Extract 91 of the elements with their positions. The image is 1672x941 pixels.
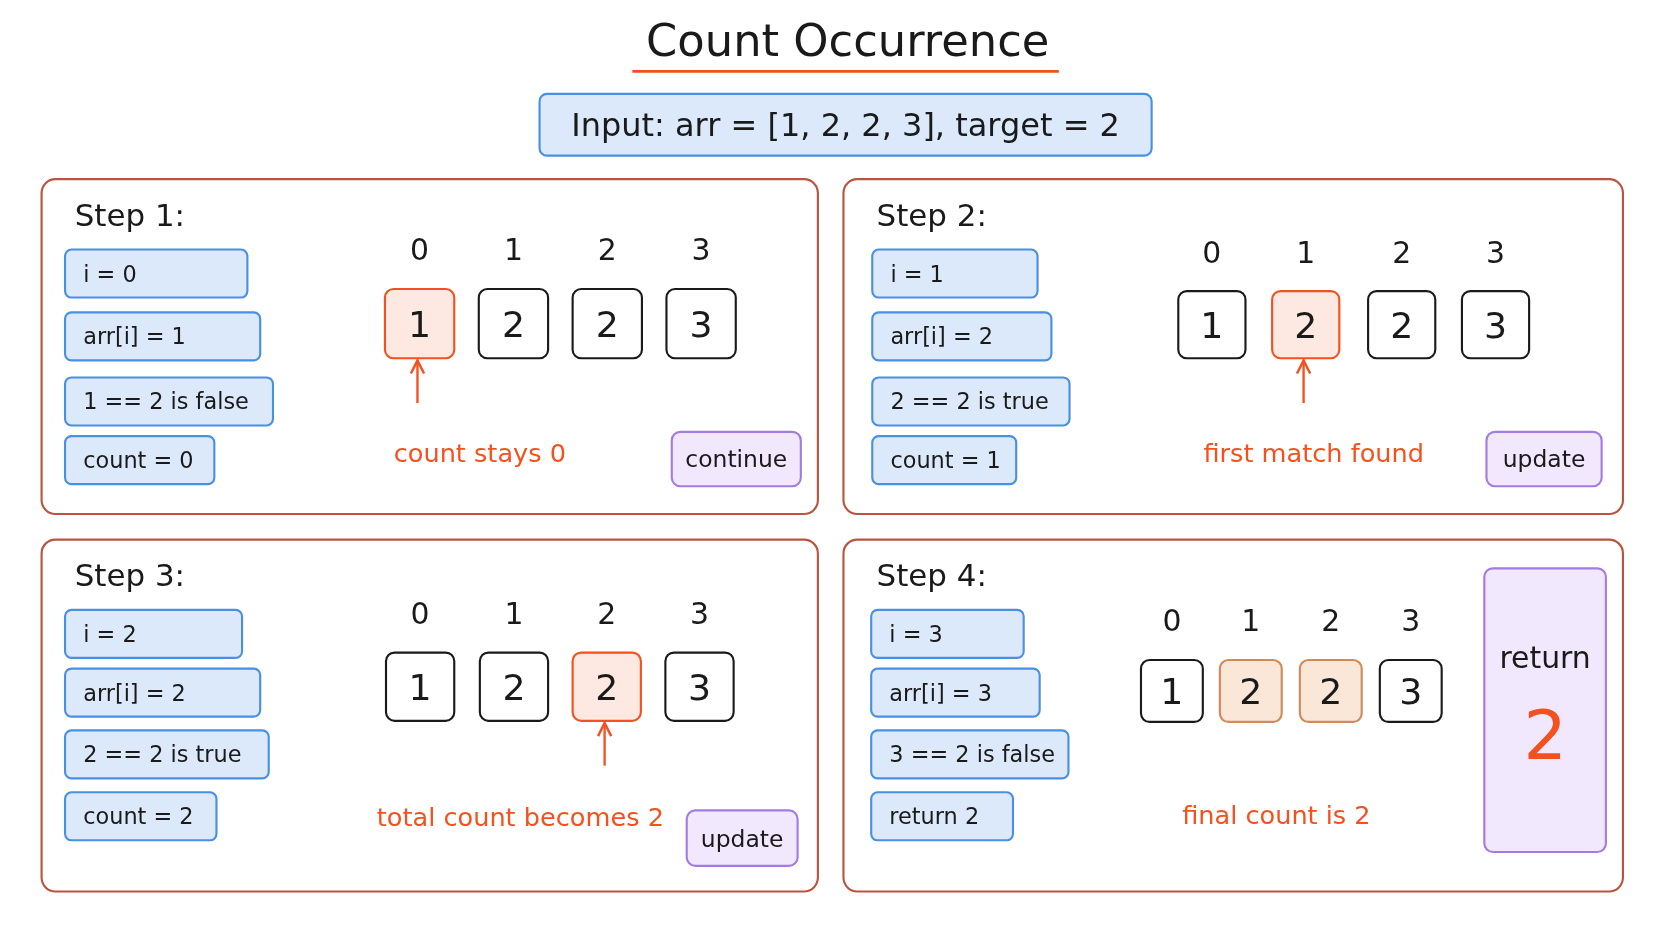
node-text: count = 1 — [890, 447, 1001, 473]
node-text: 3 — [1399, 669, 1423, 713]
node-text: 1 == 2 is false — [83, 388, 249, 415]
variable-box — [64, 376, 275, 427]
node-text: 2 — [595, 302, 619, 345]
node-text: 1 — [1160, 669, 1184, 713]
node-text: continue — [685, 445, 788, 473]
arrow — [596, 721, 613, 766]
variable-box — [871, 311, 1053, 362]
node-text: 2 — [1239, 669, 1263, 713]
variable-box — [871, 248, 1039, 299]
variable-box — [870, 729, 1070, 780]
node-text: i = 2 — [83, 621, 137, 647]
index-label: 2 — [1320, 603, 1342, 639]
index-label: 3 — [1400, 603, 1422, 639]
node-text: arr[i] = 2 — [890, 323, 994, 350]
index-label: 0 — [409, 596, 431, 632]
index-label: 1 — [1240, 603, 1262, 639]
node-text: 2 — [502, 665, 526, 709]
node-text: 3 — [1484, 303, 1508, 346]
arrow — [1295, 359, 1312, 404]
variable-box — [64, 667, 262, 718]
variable-box — [871, 376, 1071, 427]
index-label: 3 — [689, 596, 710, 632]
node-text: update — [1502, 445, 1586, 473]
node-text: 2 — [1390, 303, 1414, 346]
note-text: first match found — [1203, 438, 1424, 469]
variable-box — [64, 311, 262, 362]
node-text: count = 0 — [83, 447, 194, 473]
node-text: 2 — [1319, 669, 1343, 713]
note-text: final count is 2 — [1182, 800, 1371, 831]
action-box — [1485, 430, 1603, 488]
node-text: update — [700, 824, 784, 852]
index-label: 1 — [1295, 235, 1317, 271]
step-heading: Step 1: — [74, 197, 185, 234]
step-heading: Step 3: — [74, 557, 185, 594]
title: Count Occurrence — [646, 14, 1050, 67]
node-text: Input: arr = [1, 2, 2, 3], target = 2 — [571, 106, 1120, 144]
step-panel — [842, 538, 1624, 893]
node-text: count = 2 — [83, 803, 194, 830]
note-text: count stays 0 — [393, 438, 566, 469]
variable-box — [64, 435, 216, 486]
node-text: return 2 — [889, 803, 980, 830]
index-label: 0 — [409, 232, 431, 268]
return-value: 2 — [1523, 696, 1567, 776]
variable-box — [64, 248, 249, 299]
node-text: 1 — [1200, 303, 1224, 346]
index-label: 1 — [502, 232, 524, 268]
step-panel — [40, 178, 819, 516]
variable-box — [64, 608, 244, 659]
return-box — [1483, 567, 1607, 854]
index-label: 2 — [596, 596, 618, 632]
index-label: 2 — [1391, 235, 1413, 271]
index-label: 0 — [1201, 235, 1223, 271]
index-label: 1 — [503, 596, 525, 632]
arrow — [409, 359, 426, 404]
step-panel — [40, 538, 819, 893]
variable-box — [64, 729, 270, 780]
node-text: 2 == 2 is true — [83, 741, 242, 768]
node-text: 2 — [501, 302, 525, 345]
variable-box — [870, 667, 1041, 718]
note-text: total count becomes 2 — [376, 802, 664, 833]
node-text: 3 — [687, 665, 712, 709]
node-text: 1 — [408, 665, 432, 709]
variable-box — [870, 608, 1025, 659]
node-text: 2 == 2 is true — [890, 388, 1049, 415]
node-text: 2 — [595, 665, 619, 709]
action-box — [685, 809, 799, 867]
return-keyword: return — [1499, 639, 1591, 675]
action-box — [670, 430, 802, 488]
index-label: 0 — [1161, 603, 1183, 639]
node-text: 3 == 2 is false — [889, 741, 1055, 768]
variable-box — [871, 435, 1018, 486]
step-heading: Step 4: — [876, 557, 987, 594]
variable-box — [64, 791, 218, 842]
node-text: 2 — [1294, 303, 1318, 346]
step-panel — [842, 178, 1624, 516]
index-label: 2 — [596, 232, 618, 268]
node-text: arr[i] = 3 — [889, 679, 992, 706]
node-text: i = 0 — [83, 260, 137, 287]
node-text: i = 3 — [889, 621, 943, 647]
node-text: arr[i] = 1 — [83, 323, 186, 350]
index-label: 3 — [690, 232, 712, 268]
node-text: arr[i] = 2 — [83, 679, 186, 706]
step-heading: Step 2: — [876, 197, 987, 234]
input-box — [538, 92, 1153, 157]
index-label: 3 — [1485, 235, 1506, 271]
variable-box — [870, 791, 1015, 842]
node-text: 1 — [408, 302, 432, 345]
node-text: i = 1 — [890, 260, 944, 287]
node-text: 3 — [689, 302, 713, 345]
